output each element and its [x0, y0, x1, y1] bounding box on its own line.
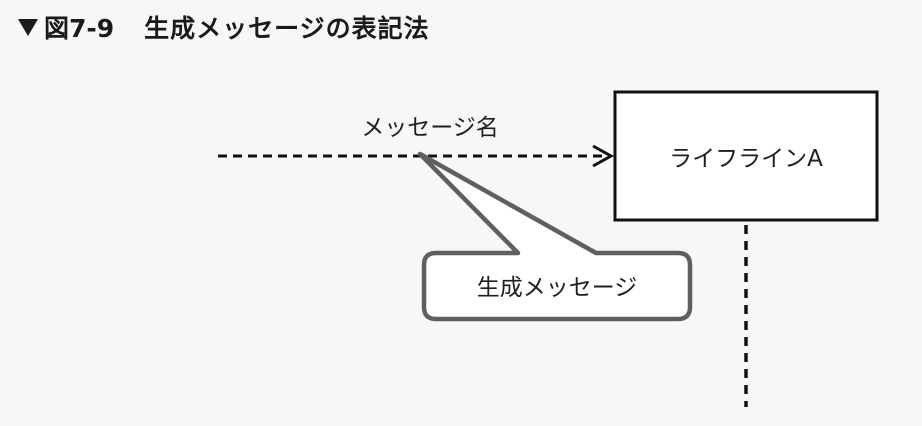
triangle-marker-icon	[18, 18, 38, 36]
lifeline-label: ライフラインA	[669, 146, 823, 172]
open-arrowhead-icon	[592, 144, 615, 168]
callout-text: 生成メッセージ	[477, 275, 638, 301]
figure-title-text: 生成メッセージの表記法	[144, 14, 430, 43]
figure-title: 図7-9 生成メッセージの表記法	[18, 10, 430, 44]
callout-balloon	[417, 151, 693, 322]
lifeline-box	[613, 90, 879, 222]
message-name-label: メッセージ名	[361, 115, 499, 141]
figure-label: 図7-9	[44, 14, 115, 43]
